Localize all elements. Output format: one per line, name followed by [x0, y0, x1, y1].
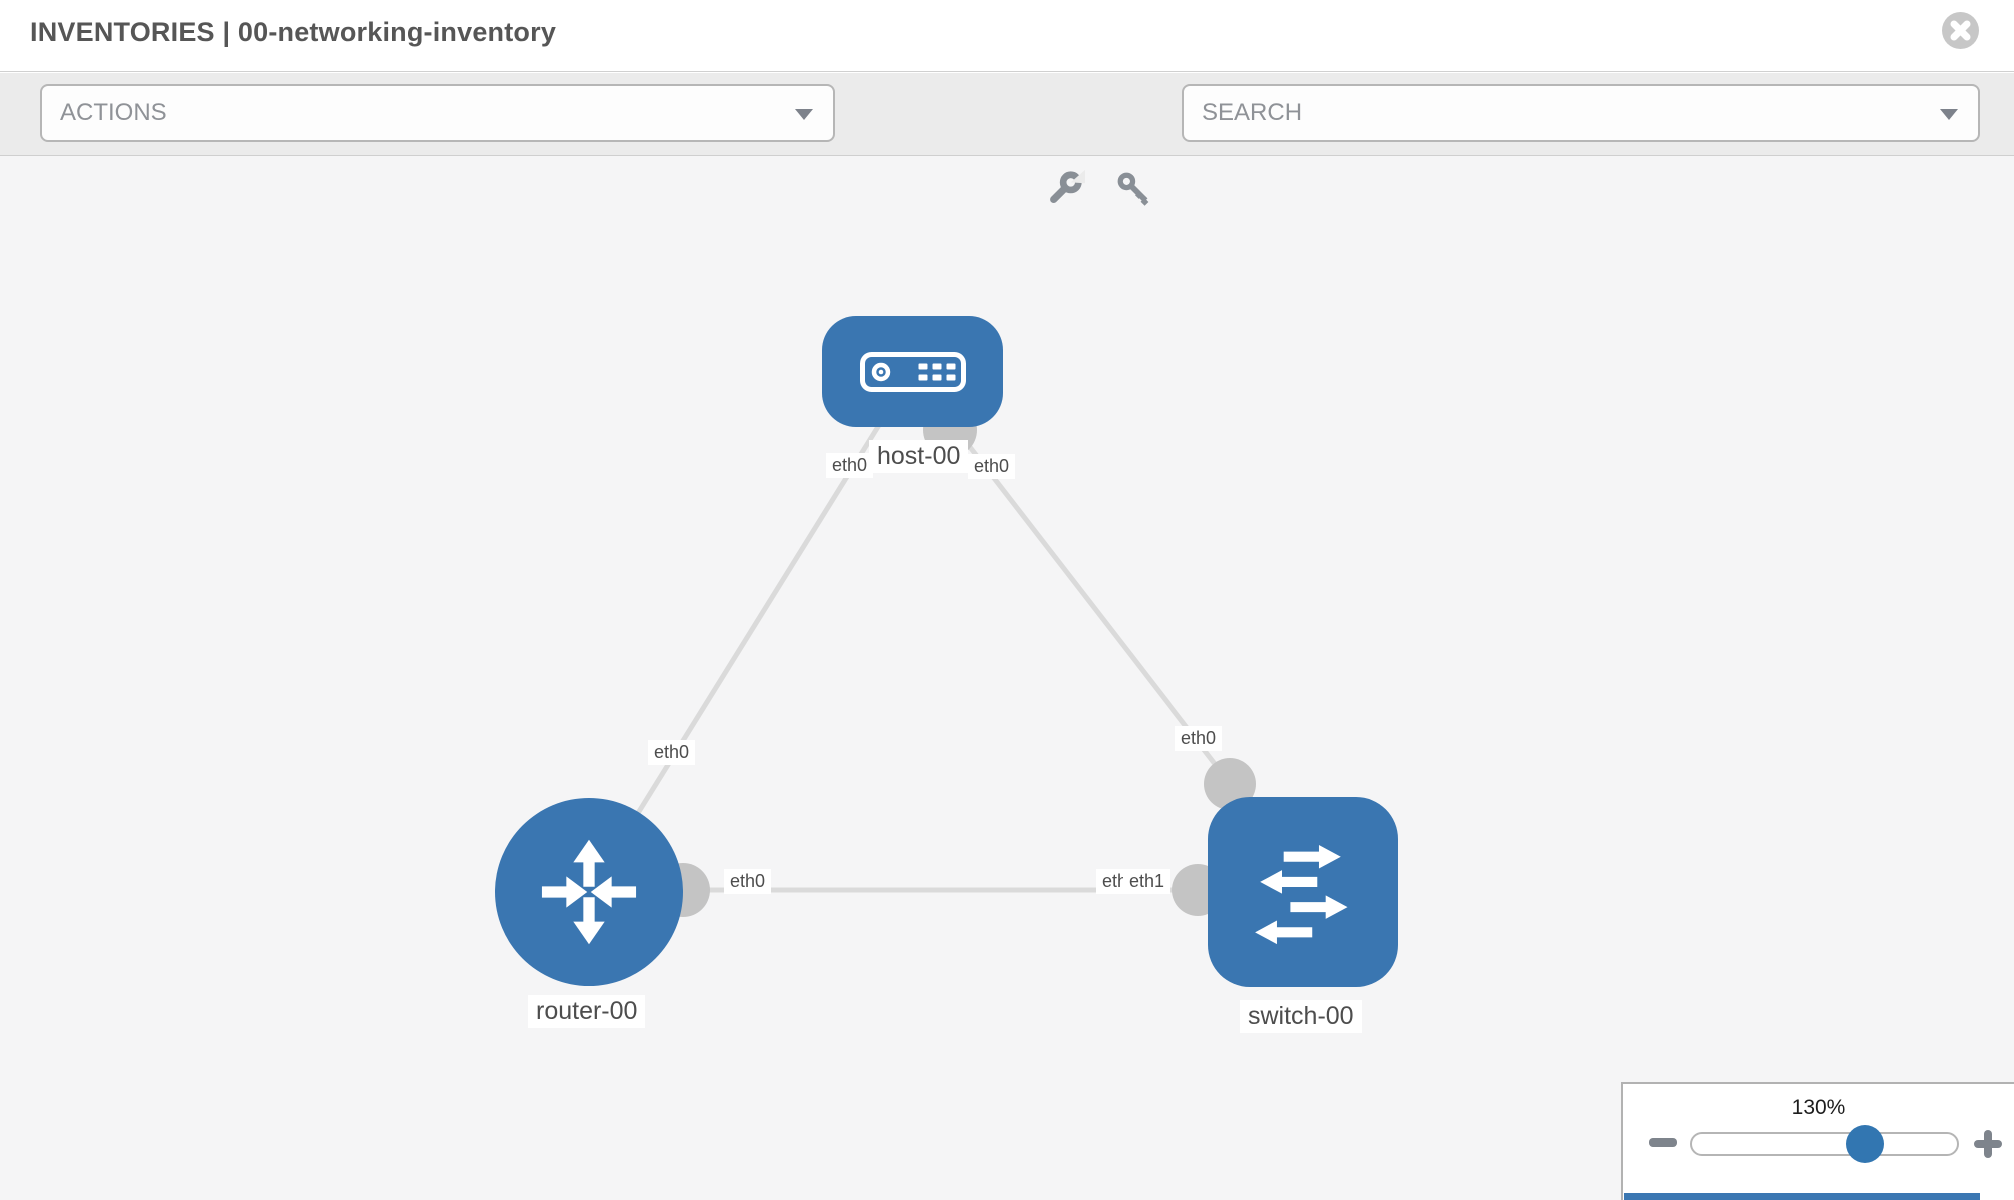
key-icon [1117, 172, 1149, 206]
close-icon [1950, 20, 1971, 41]
zoom-in-button[interactable] [1974, 1130, 2002, 1158]
header: INVENTORIES | 00-networking-inventory [0, 0, 2014, 72]
chevron-down-icon [1940, 109, 1958, 120]
toolbar: ACTIONS SEARCH [0, 73, 2014, 206]
node-label-switch: switch-00 [1240, 1000, 1362, 1033]
zoom-panel: 130% [1621, 1082, 2014, 1200]
search-dropdown[interactable]: SEARCH [1182, 84, 1980, 142]
host-icon [859, 351, 966, 392]
topology-canvas[interactable] [0, 156, 2014, 1200]
wrench-icon [1050, 169, 1086, 204]
interface-label-router-to-switch: eth0 [724, 869, 772, 894]
key-button[interactable] [1115, 170, 1153, 208]
node-label-router: router-00 [528, 995, 646, 1028]
interface-label-router-to-host: eth0 [648, 740, 696, 765]
zoom-slider-track[interactable] [1690, 1125, 1959, 1163]
interface-label-switch-to-host: eth0 [1175, 726, 1223, 751]
node-router-00[interactable] [495, 798, 683, 986]
search-dropdown-label: SEARCH [1202, 99, 1303, 126]
close-button[interactable] [1942, 12, 1979, 49]
zoom-level: 130% [1791, 1096, 1846, 1119]
interface-label-switch-eth1: eth1 [1123, 869, 1171, 894]
page-title: INVENTORIES | 00-networking-inventory [30, 17, 557, 47]
interface-label-host-to-switch: eth0 [968, 454, 1016, 479]
zoom-slider-handle[interactable] [1846, 1125, 1884, 1163]
hidden-panel-edge [1624, 1193, 1980, 1200]
configure-button[interactable] [1047, 169, 1086, 208]
zoom-out-button[interactable] [1649, 1138, 1677, 1147]
node-switch-00[interactable] [1208, 797, 1398, 987]
chevron-down-icon [795, 109, 813, 120]
node-label-host: host-00 [869, 440, 969, 473]
interface-label-host-to-router: eth0 [826, 453, 874, 478]
switch-icon [1255, 844, 1348, 945]
actions-dropdown-label: ACTIONS [60, 99, 167, 126]
router-icon [541, 839, 637, 945]
node-host-00[interactable] [822, 316, 1003, 427]
actions-dropdown[interactable]: ACTIONS [40, 84, 835, 142]
